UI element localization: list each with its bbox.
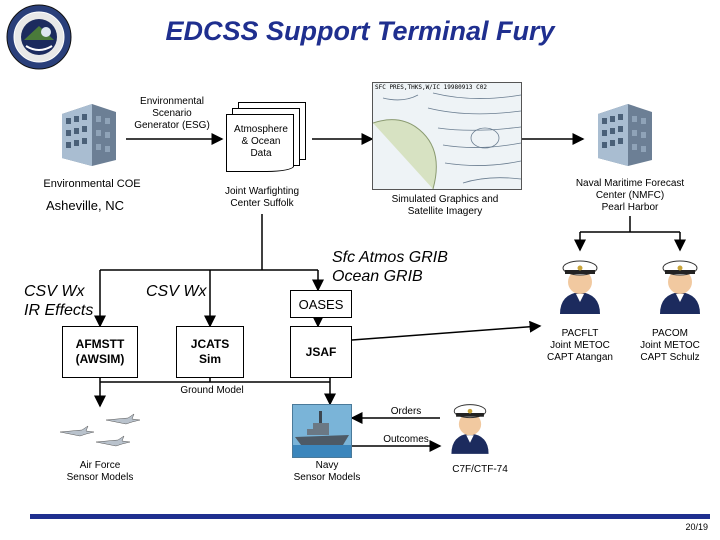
asheville-label: Asheville, NC xyxy=(46,198,125,213)
nmfc-building-icon xyxy=(594,100,656,166)
pacom-line-2: Joint METOC xyxy=(640,340,700,351)
atmos-line-3: Data xyxy=(250,148,272,159)
nmfc-line-2: Center (NMFC) xyxy=(595,190,665,201)
footer-rule xyxy=(30,514,710,519)
jcats-box: JCATS Sim xyxy=(176,326,244,378)
jwc-line-1: Joint Warfighting xyxy=(224,186,300,197)
esg-line-2: Scenario xyxy=(152,108,192,119)
atmos-line-1: Atmosphere xyxy=(234,124,288,135)
ground-model-label: Ground Model xyxy=(180,385,244,396)
pacflt-line-1: PACFLT xyxy=(561,328,599,339)
outcomes-label: Outcomes xyxy=(383,434,429,445)
nmfc-label: Naval Maritime Forecast Center (NMFC) Pe… xyxy=(560,178,700,214)
jwc-line-2: Center Suffolk xyxy=(230,198,294,209)
page-title: EDCSS Support Terminal Fury xyxy=(165,16,555,46)
grib-line-1: Sfc Atmos GRIB xyxy=(332,249,448,266)
af-sensor-line-2: Sensor Models xyxy=(66,472,134,483)
pacflt-officer-icon xyxy=(552,254,608,314)
oases-box: OASES xyxy=(290,290,352,318)
page-number: 20/19 xyxy=(685,522,708,532)
jcats-line-2: Sim xyxy=(198,352,221,366)
map-header: SFC PRES,THKS,W/IC 19980913 C02 xyxy=(375,84,487,91)
pacflt-line-2: Joint METOC xyxy=(550,340,610,351)
afmstt-line-1: AFMSTT xyxy=(75,337,125,351)
sim-line-2: Satellite Imagery xyxy=(407,206,483,217)
esg-line-1: Environmental xyxy=(140,96,204,107)
pacom-label: PACOM Joint METOC CAPT Schulz xyxy=(632,328,708,364)
pacflt-line-3: CAPT Atangan xyxy=(547,352,613,363)
c7f-label: C7F/CTF-74 xyxy=(452,464,508,475)
csv-ir-label: CSV Wx IR Effects xyxy=(24,282,93,320)
atmos-line-2: & Ocean xyxy=(241,136,281,147)
afmstt-box: AFMSTT (AWSIM) xyxy=(62,326,138,378)
c7f-officer-icon xyxy=(444,398,496,454)
env-coe-label: Environmental COE xyxy=(43,178,141,190)
pacom-line-3: CAPT Schulz xyxy=(640,352,700,363)
edcss-seal-logo xyxy=(6,4,72,70)
csv-ir-line-1: CSV Wx xyxy=(24,283,85,300)
sim-graphics-label: Simulated Graphics and Satellite Imagery xyxy=(380,194,510,218)
navy-sensor-label: Navy Sensor Models xyxy=(284,460,370,484)
jwc-label: Joint Warfighting Center Suffolk xyxy=(206,186,318,210)
doc-front xyxy=(226,114,294,172)
nmfc-line-3: Pearl Harbor xyxy=(601,202,659,213)
csv-wx-label: CSV Wx xyxy=(146,283,207,300)
jsaf-box: JSAF xyxy=(290,326,352,378)
atmos-data-label: Atmosphere & Ocean Data xyxy=(226,124,296,160)
aircraft-icon xyxy=(56,410,146,452)
sfc-grib-label: Sfc Atmos GRIB Ocean GRIB xyxy=(332,248,448,286)
af-sensor-line-1: Air Force xyxy=(79,460,121,471)
nmfc-line-1: Naval Maritime Forecast xyxy=(575,178,685,189)
navy-sensor-line-2: Sensor Models xyxy=(293,472,361,483)
af-sensor-label: Air Force Sensor Models xyxy=(52,460,148,484)
grib-line-2: Ocean GRIB xyxy=(332,268,423,285)
pacom-line-1: PACOM xyxy=(652,328,688,339)
sim-line-1: Simulated Graphics and xyxy=(391,194,499,205)
pacom-officer-icon xyxy=(652,254,708,314)
afmstt-line-2: (AWSIM) xyxy=(75,352,125,366)
env-coe-building-icon xyxy=(58,100,120,166)
navy-ship-image xyxy=(292,404,352,458)
csv-ir-line-2: IR Effects xyxy=(24,302,94,319)
weather-map-image: SFC PRES,THKS,W/IC 19980913 C02 xyxy=(372,82,522,190)
orders-label: Orders xyxy=(390,406,422,417)
pacflt-label: PACFLT Joint METOC CAPT Atangan xyxy=(536,328,624,364)
jcats-line-1: JCATS xyxy=(190,337,230,351)
esg-line-3: Generator (ESG) xyxy=(134,120,210,131)
esg-label: Environmental Scenario Generator (ESG) xyxy=(122,96,222,132)
navy-sensor-line-1: Navy xyxy=(315,460,339,471)
